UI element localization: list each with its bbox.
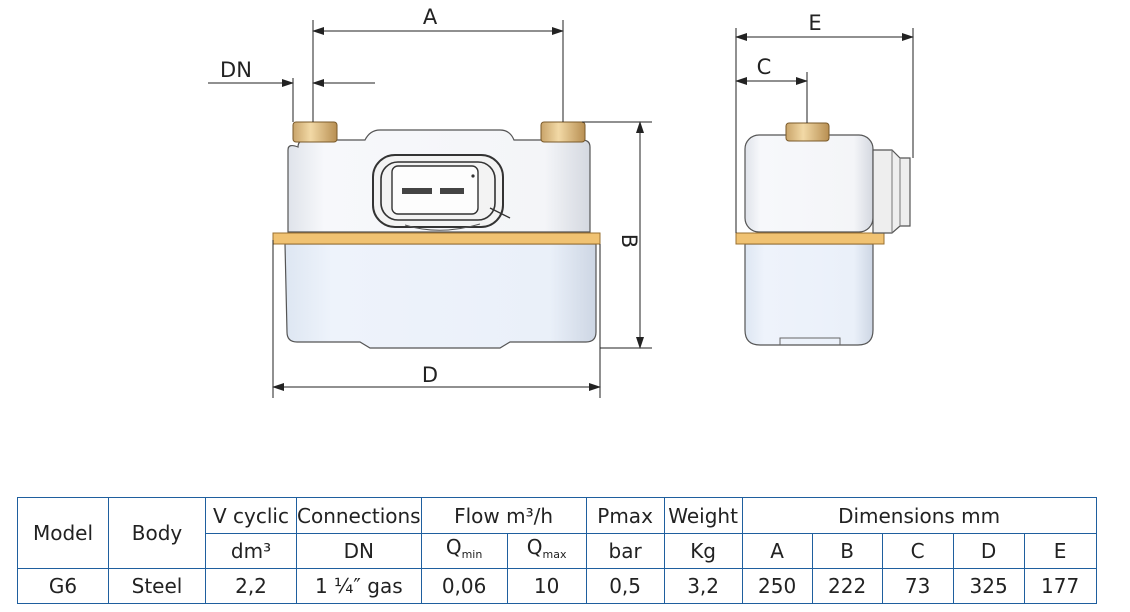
cell-qmax: 10 xyxy=(506,568,587,604)
dim-header-c: C xyxy=(881,533,954,569)
cell-connections: 1 ¼″ gas xyxy=(296,568,422,604)
cell-pmax: 0,5 xyxy=(585,568,665,604)
dim-label-a: A xyxy=(423,5,438,29)
qmax-subscript: max xyxy=(542,548,567,561)
gas-meter-drawing: A DN B D E C xyxy=(208,5,914,398)
cell-dim-c: 73 xyxy=(881,568,954,604)
unit-weight: Kg xyxy=(663,533,743,569)
cell-dim-d: 325 xyxy=(952,568,1025,604)
cell-dim-a: 250 xyxy=(741,568,813,604)
qmin-subscript: min xyxy=(461,548,483,561)
header-connections: Connections xyxy=(296,497,422,534)
table-header-row: Model Body V cyclic Connections Flow m³/… xyxy=(17,497,1097,569)
cell-weight: 3,2 xyxy=(663,568,743,604)
unit-connections: DN xyxy=(296,533,422,569)
header-body: Body xyxy=(108,497,206,569)
unit-qmin: Qmin xyxy=(420,533,508,569)
header-pmax: Pmax xyxy=(585,497,665,534)
cell-dim-e: 177 xyxy=(1023,568,1097,604)
cell-v-cyclic: 2,2 xyxy=(205,568,297,604)
unit-qmax: Qmax xyxy=(506,533,587,569)
dim-header-b: B xyxy=(811,533,883,569)
cell-body: Steel xyxy=(108,568,206,604)
unit-pmax: bar xyxy=(585,533,665,569)
header-model: Model xyxy=(17,497,109,569)
dim-label-dn: DN xyxy=(220,58,252,82)
cell-dim-b: 222 xyxy=(811,568,883,604)
header-dimensions: Dimensions mm xyxy=(741,497,1097,534)
cell-qmin: 0,06 xyxy=(420,568,508,604)
dim-label-c: C xyxy=(757,55,772,79)
header-weight: Weight xyxy=(663,497,743,534)
unit-v-cyclic: dm³ xyxy=(205,533,297,569)
cell-model: G6 xyxy=(17,568,109,604)
dim-header-a: A xyxy=(741,533,813,569)
dim-label-d: D xyxy=(422,363,438,387)
dim-header-e: E xyxy=(1023,533,1097,569)
dim-header-d: D xyxy=(952,533,1025,569)
front-view xyxy=(272,121,601,349)
header-flow: Flow m³/h xyxy=(420,497,587,534)
qmax-symbol: Q xyxy=(526,535,543,559)
table-unit-row: dm³ DN Qmin Qmax bar Kg A B C D E xyxy=(18,533,1097,569)
side-view xyxy=(735,122,911,346)
dim-label-e: E xyxy=(808,11,821,35)
dimension-lines xyxy=(208,20,914,398)
qmin-symbol: Q xyxy=(445,535,462,559)
dim-label-b: B xyxy=(617,234,641,248)
header-v-cyclic: V cyclic xyxy=(205,497,297,534)
specification-table: Model Body V cyclic Connections Flow m³/… xyxy=(17,497,1097,604)
table-row: G6 Steel 2,2 1 ¼″ gas 0,06 10 0,5 3,2 25… xyxy=(17,568,1097,604)
